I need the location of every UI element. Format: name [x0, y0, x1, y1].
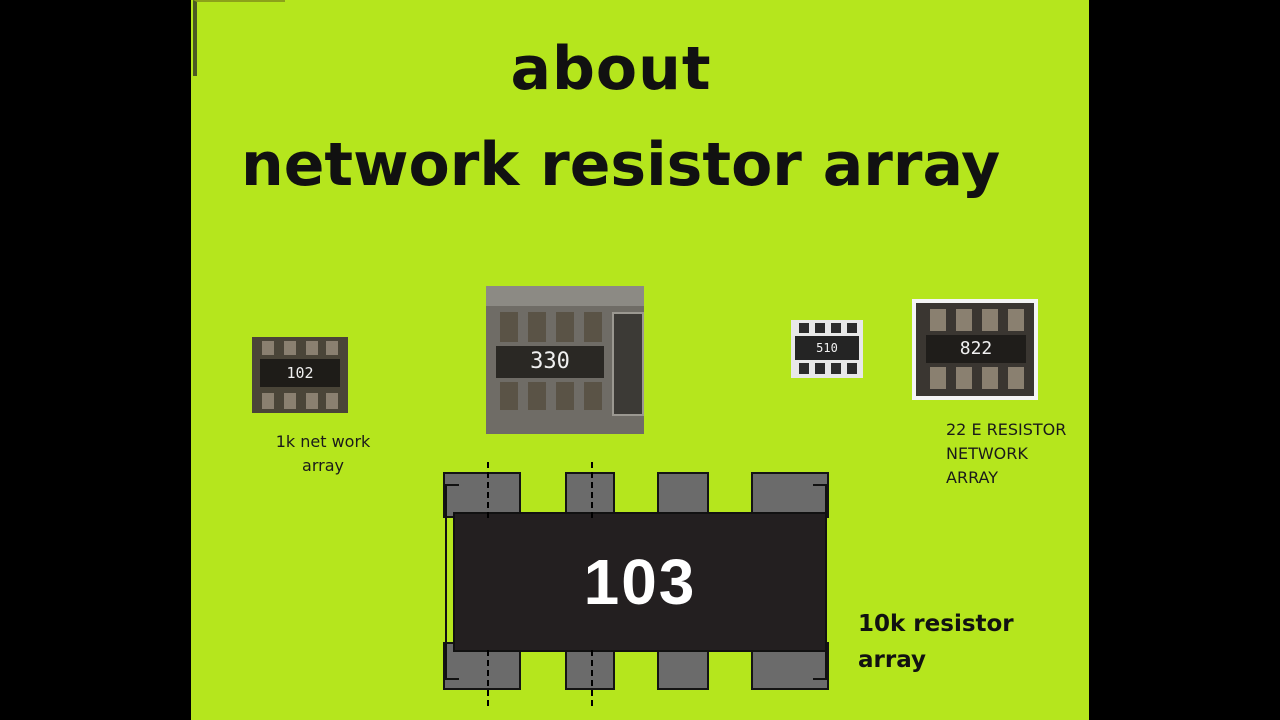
chip-510-marking: 510: [795, 336, 859, 360]
page-title-line1: about: [510, 34, 712, 104]
chip-822-photo: 822: [912, 299, 1038, 400]
corner-mark: [193, 0, 285, 76]
chip-102-photo: 102: [252, 337, 348, 413]
cut-line: [591, 650, 593, 706]
cut-line: [487, 650, 489, 706]
slide: about network resistor array 102 1k net …: [191, 0, 1089, 720]
chip-822-marking: 822: [926, 335, 1026, 363]
chip-102-marking: 102: [260, 359, 340, 387]
chip-330-photo: 330: [486, 286, 644, 434]
chip-822-caption-line: NETWORK: [946, 444, 1028, 463]
chip-103-caption-line: 10k resistor: [858, 611, 1014, 637]
cut-line: [487, 462, 489, 518]
chip-103-diagram: 103: [443, 462, 833, 720]
chip-102-caption: 1k net work array: [275, 432, 371, 475]
chip-822-caption-line: ARRAY: [946, 468, 999, 487]
chip-510-photo: 510: [791, 320, 863, 378]
cut-line: [591, 462, 593, 518]
chip-103-caption: 10k resistor array: [858, 606, 1018, 678]
chip-822-caption: 22 E RESISTOR NETWORK ARRAY: [946, 418, 1086, 490]
chip-822-caption-line: 22 E RESISTOR: [946, 420, 1067, 439]
page-title-line2: network resistor array: [241, 130, 1001, 200]
chip-330-marking: 330: [496, 346, 604, 378]
chip-103-marking: 103: [453, 512, 827, 652]
chip-103-caption-line: array: [858, 647, 927, 673]
